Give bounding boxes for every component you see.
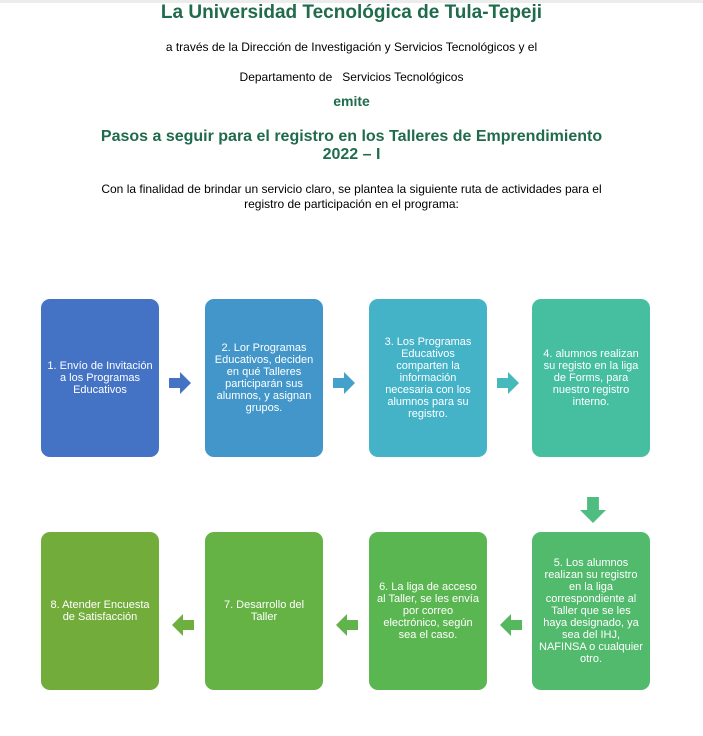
step-2-box: 2. Lor Programas Educativos, deciden en … xyxy=(205,299,323,457)
intro-paragraph: Con la finalidad de brindar un servicio … xyxy=(0,182,703,212)
header-line-2: Departamento de Servicios Tecnológicos xyxy=(239,70,464,84)
subtitle: Pasos a seguir para el registro en los T… xyxy=(0,128,703,164)
step-3-box: 3. Los Programas Educativos comparten la… xyxy=(369,299,487,457)
arrow-left-icon xyxy=(336,614,358,636)
subtitle-line-2: 2022 – I xyxy=(322,146,381,163)
arrow-left-icon xyxy=(500,614,522,636)
emite-label: emite xyxy=(333,93,370,109)
arrow-right-icon xyxy=(333,372,355,394)
step-7-box: 7. Desarrollo del Taller xyxy=(205,532,323,690)
step-4-box: 4. alumnos realizan su registo en la lig… xyxy=(532,299,650,457)
intro-line-1: Con la finalidad de brindar un servicio … xyxy=(101,182,602,196)
arrow-down-icon xyxy=(580,497,606,523)
arrow-right-icon xyxy=(497,372,519,394)
step-5-box: 5. Los alumnos realizan su registro en l… xyxy=(532,532,650,690)
arrow-right-icon xyxy=(169,372,191,394)
step-1-box: 1. Envío de Invitación a los Programas E… xyxy=(41,299,159,457)
subtitle-line-1: Pasos a seguir para el registro en los T… xyxy=(100,128,603,145)
arrow-left-icon xyxy=(172,614,194,636)
top-border xyxy=(0,0,703,3)
intro-line-2: registro de participación en el programa… xyxy=(244,197,459,211)
header-line-1: a través de la Dirección de Investigació… xyxy=(165,40,538,54)
step-8-box: 8. Atender Encuesta de Satisfacción xyxy=(41,532,159,690)
step-6-box: 6. La liga de acceso al Taller, se les e… xyxy=(369,532,487,690)
page-title: La Universidad Tecnológica de Tula-Tepej… xyxy=(160,2,543,23)
